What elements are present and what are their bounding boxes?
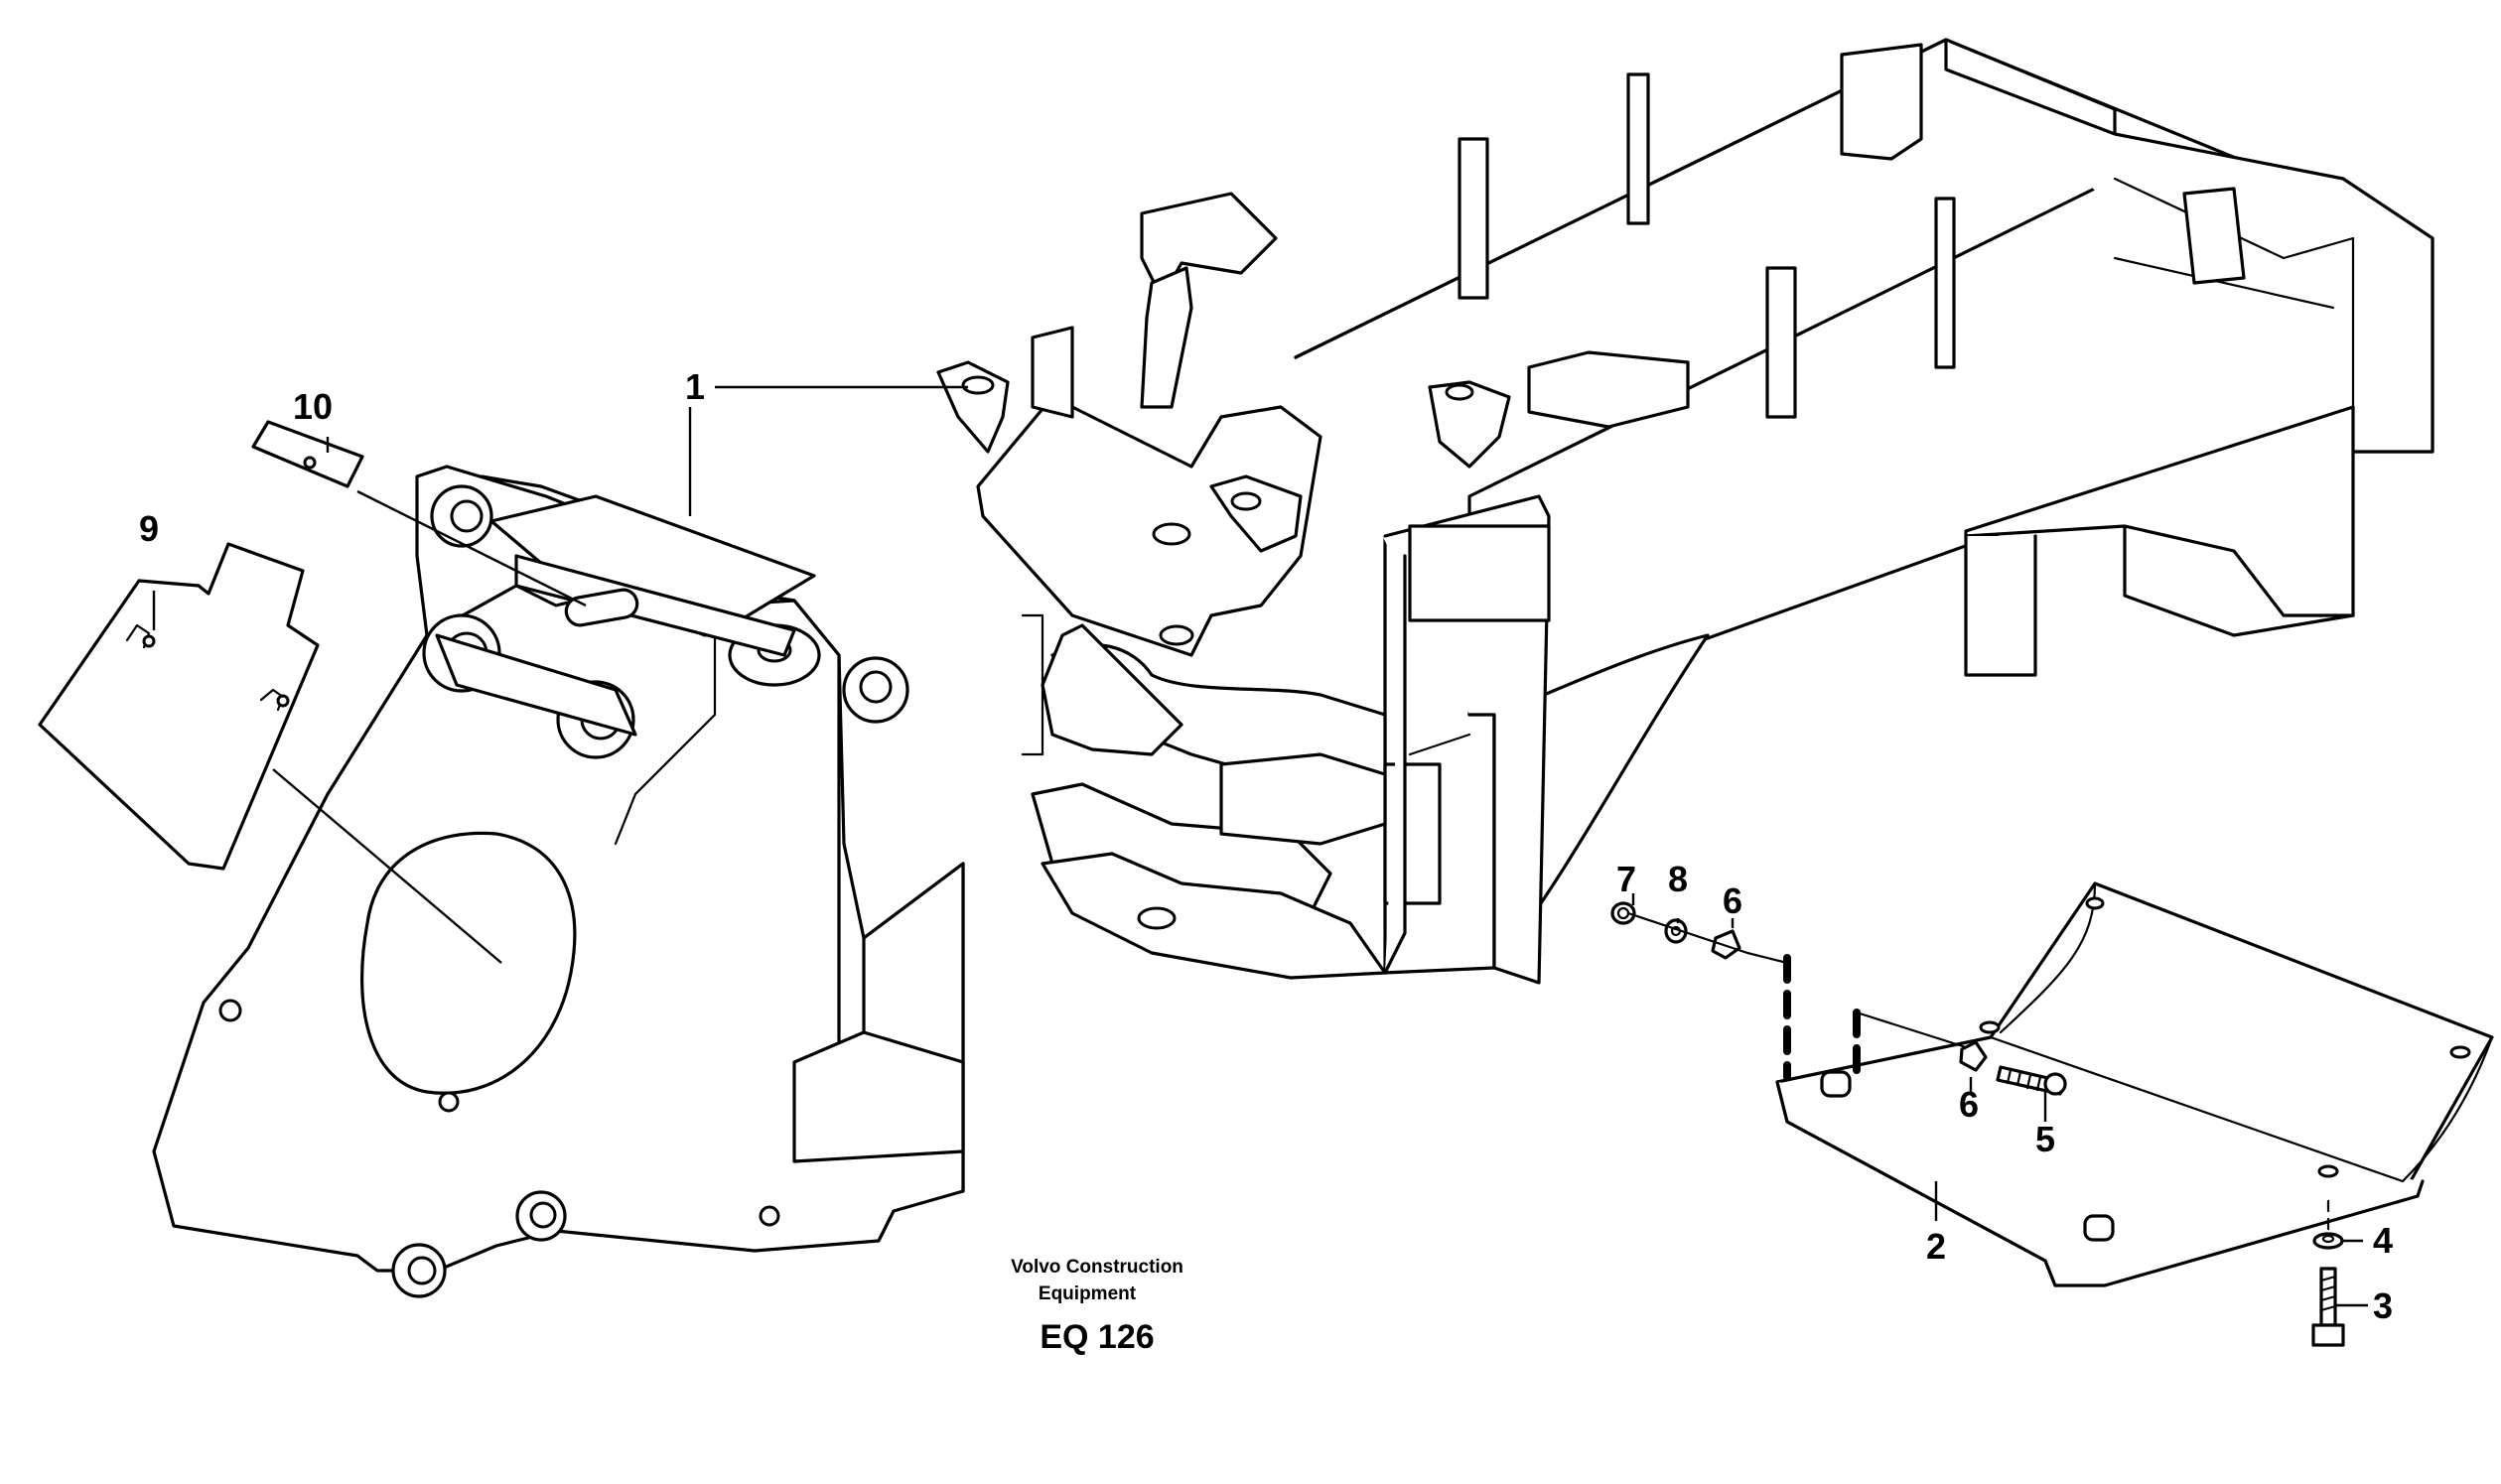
spacer-part-6-upper	[1711, 929, 1741, 960]
rear-frame	[936, 38, 2434, 985]
caption-block: Volvo Construction Equipment EQ 126	[1011, 1257, 1183, 1356]
callout-9: 9	[139, 508, 159, 549]
leader-lines	[152, 385, 2368, 1307]
fasteners	[1610, 901, 2345, 1347]
caption-manufacturer-line1: Volvo Construction	[1011, 1257, 1183, 1278]
spacer-part-6-lower	[1959, 1040, 1988, 1072]
callout-labels: 1 2 3 4 5 6 6 7 8 9 10	[139, 366, 2393, 1326]
callout-3: 3	[2373, 1285, 2393, 1326]
callout-2: 2	[1926, 1226, 1946, 1267]
caption-figure-code: EQ 126	[1040, 1318, 1154, 1356]
bottom-guard-plate	[1775, 881, 2494, 1287]
callout-6-lower: 6	[1959, 1084, 1979, 1125]
callout-6-upper: 6	[1723, 880, 1742, 921]
nut-part-7	[1610, 901, 1636, 925]
callout-7: 7	[1616, 859, 1636, 899]
front-frame	[152, 465, 965, 1298]
label-plate	[251, 420, 364, 488]
callout-8: 8	[1668, 859, 1688, 899]
callout-4: 4	[2373, 1220, 2393, 1261]
callout-10: 10	[293, 386, 333, 427]
callout-5: 5	[2035, 1119, 2055, 1159]
cover-plate	[38, 542, 320, 871]
caption-manufacturer-line2: Equipment	[1039, 1283, 1137, 1304]
washer-part-8	[1664, 918, 1688, 944]
callout-1: 1	[685, 366, 705, 407]
